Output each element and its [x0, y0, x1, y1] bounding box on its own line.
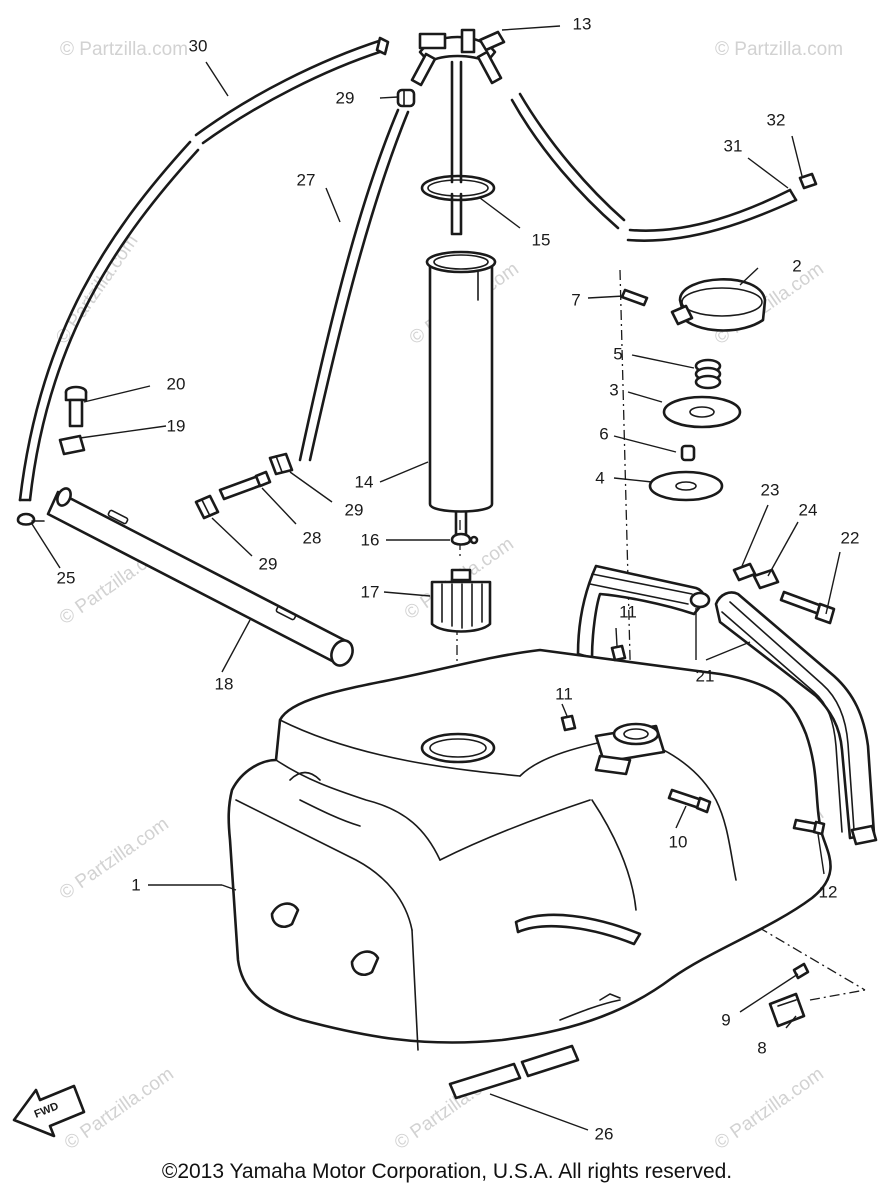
- hose-27: [298, 108, 410, 462]
- clip-29-mid: [194, 494, 220, 520]
- bolt-12: [792, 818, 826, 836]
- callout-16: 16: [361, 531, 380, 550]
- watermark: © Partzilla.com: [52, 231, 143, 348]
- callout-28: 28: [303, 529, 322, 548]
- clip-29-top: [396, 88, 416, 108]
- watermark: © Partzilla.com: [60, 39, 188, 60]
- callout-27: 27: [297, 171, 316, 190]
- tube-26: [448, 1044, 580, 1100]
- callout-8: 8: [757, 1039, 766, 1058]
- part-8: [768, 992, 806, 1028]
- part-6: [680, 444, 696, 462]
- clamp-16: [450, 532, 479, 546]
- copyright-notice: ©2013 Yamaha Motor Corporation, U.S.A. A…: [161, 1160, 733, 1183]
- bolt-20: [64, 385, 88, 428]
- plate-3: [662, 395, 742, 429]
- hose-30: [18, 36, 390, 502]
- clip-25: [16, 512, 45, 526]
- callout-10: 10: [669, 833, 688, 852]
- leader-lines: [31, 25, 841, 1131]
- callout-17: 17: [361, 583, 380, 602]
- bolt-28: [218, 470, 272, 501]
- watermark: © Partzilla.com: [56, 813, 173, 904]
- callout-1: 1: [131, 876, 140, 895]
- bolt-22: [779, 590, 836, 625]
- spring-5: [694, 358, 722, 390]
- callout-26: 26: [595, 1125, 614, 1144]
- callout-25: 25: [57, 569, 76, 588]
- pipe-14: [425, 250, 497, 538]
- callout-4: 4: [595, 469, 604, 488]
- fuel-tank-1: [227, 648, 832, 1051]
- callout-19: 19: [167, 417, 186, 436]
- watermark: © Partzilla.com: [715, 39, 843, 60]
- callout-18: 18: [215, 675, 234, 694]
- filter-17: [430, 568, 492, 633]
- bracket-21-left: [576, 564, 711, 660]
- pin-7: [620, 288, 649, 307]
- callout-13: 13: [573, 15, 592, 34]
- callout-7: 7: [571, 291, 580, 310]
- callout-3: 3: [609, 381, 618, 400]
- hose-31: [510, 92, 798, 242]
- callout-24: 24: [799, 501, 818, 520]
- fwd-arrow-icon: FWD: [12, 1084, 86, 1138]
- clip-29-right: [268, 452, 294, 476]
- callout-2: 2: [792, 257, 801, 276]
- callouts: 1 2 3 4 5 6 7 8 9 10 11 11 12 13 14 15 1…: [57, 15, 860, 1144]
- callout-29-right: 29: [345, 501, 364, 520]
- callout-21: 21: [696, 667, 715, 686]
- callout-11-upper: 11: [619, 603, 637, 622]
- bolt-10: [667, 788, 712, 814]
- gasket-4: [648, 470, 724, 502]
- bolt-11-lower: [560, 714, 577, 732]
- bracket-21-right: [714, 591, 878, 846]
- clip-19: [58, 434, 86, 456]
- callout-22: 22: [841, 529, 860, 548]
- callout-5: 5: [613, 345, 622, 364]
- callout-31: 31: [724, 137, 743, 156]
- callout-9: 9: [721, 1011, 730, 1030]
- callout-20: 20: [167, 375, 186, 394]
- callout-29-top: 29: [336, 89, 355, 108]
- spacer-24: [752, 568, 780, 590]
- callout-6: 6: [599, 425, 608, 444]
- fuel-cock-13: [410, 28, 506, 184]
- circlip-15: [420, 174, 496, 236]
- callout-29-mid: 29: [259, 555, 278, 574]
- clip-32: [798, 172, 818, 190]
- spacer-23: [732, 562, 757, 582]
- cap-2: [670, 278, 767, 332]
- callout-12: 12: [819, 883, 838, 902]
- bolt-11-upper: [610, 644, 627, 662]
- watermark: © Partzilla.com: [711, 1063, 828, 1154]
- bar-18: [46, 487, 354, 667]
- callout-32: 32: [767, 111, 786, 130]
- callout-11-lower: 11: [555, 685, 573, 704]
- callout-30: 30: [189, 37, 208, 56]
- callout-23: 23: [761, 481, 780, 500]
- callout-15: 15: [532, 231, 551, 250]
- callout-14: 14: [355, 473, 374, 492]
